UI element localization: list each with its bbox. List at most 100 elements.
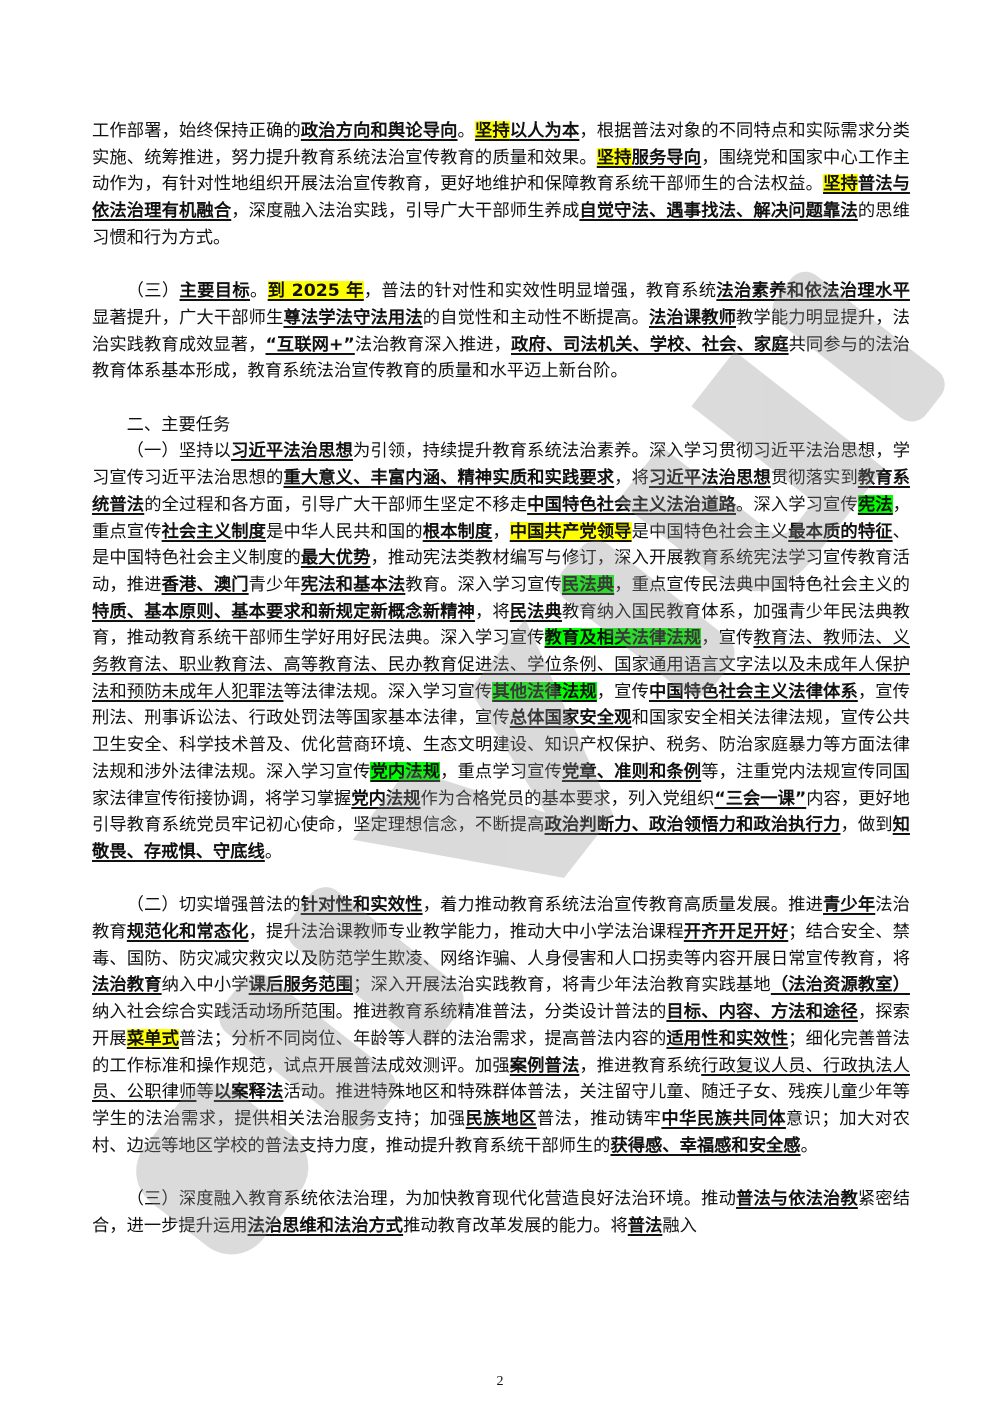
body-text: ，推进教育系统 — [579, 1055, 702, 1076]
body-text: 二、主要任务 — [126, 414, 231, 435]
paragraph: （三）主要目标。到 2025 年，普法的针对性和实效性明显增强，教育系统法治素养… — [92, 278, 910, 385]
emphasis-text: 青少年 — [823, 895, 876, 916]
body-text: 法治教育深入推进， — [354, 334, 511, 355]
body-text: ，重点学习宣传 — [440, 761, 562, 782]
paragraph-gap — [92, 1159, 910, 1186]
body-text: ；结合安全、禁毒、国防、防灾减灾救灾以及防范学生欺凌、网络诈骗、人身侵害和人口拐… — [92, 922, 910, 969]
body-text: 。 — [250, 281, 268, 302]
paragraph: 二、主要任务 — [92, 412, 910, 439]
body-text: 工作部署，始终保持正确的 — [92, 121, 301, 141]
body-text: 行政复议人员、行政执法人员、公职律师 — [92, 1055, 910, 1103]
emphasis-text: 适用性和实效性 — [666, 1028, 789, 1049]
body-text: ；细化完善普法的工作标准和操作规范，试点开展普法成效测评。加强 — [92, 1028, 910, 1076]
body-text: 是中华人民共和国的 — [266, 521, 423, 542]
emphasis-text: 中华民族共同体 — [661, 1108, 786, 1129]
emphasis-text: 获得感、幸福感和安全感 — [610, 1135, 801, 1156]
emphasis-text: （法治资源教室） — [770, 975, 910, 996]
body-text: 普法；分析不同岗位、年龄等人群的法治需求，提高普法内容的 — [179, 1028, 667, 1049]
emphasis-text: 自觉守法、遇事找法、解决问题靠法 — [579, 201, 858, 222]
body-text: ，做到 — [840, 815, 893, 836]
body-text: 紧密结合，进一步提升运用 — [92, 1189, 910, 1236]
document-body: 工作部署，始终保持正确的政治方向和舆论导向。坚持以人为本，根据普法对象的不同特点… — [92, 118, 910, 1239]
body-text: 等法律法规。深入学习宣传 — [283, 681, 493, 702]
body-text: （三） — [126, 281, 180, 302]
emphasis-text: 普法 — [627, 1215, 663, 1236]
body-text: 教育法、教师法、义务教育法、职业教育法、高等教育法、民办教育促进法、学位条例、国… — [92, 628, 910, 702]
body-text: 和国家安全相关法律法规，宣传公共卫生安全、科学技术普及、优化营商环境、生态文明建… — [92, 708, 910, 782]
body-text: ，将 — [614, 468, 649, 489]
highlighted-text: 到 2025 年 — [267, 281, 364, 302]
body-text: ，围绕党和国家中心工作主动作为，有针对性地组织开展法治宣传教育，更好地维护和保障… — [92, 147, 910, 195]
highlighted-text: 坚持 — [823, 174, 858, 195]
emphasis-text: 习近平法治思想 — [648, 468, 771, 489]
highlighted-text: 坚持 — [474, 121, 510, 141]
paragraph: （一）坚持以习近平法治思想为引领，持续提升教育系统法治素养。深入学习贯彻习近平法… — [92, 438, 910, 865]
emphasis-text: 习近平法治思想 — [231, 441, 353, 462]
emphasis-text: 规范化和常态化 — [126, 922, 249, 943]
emphasis-text: 最本质的特征 — [788, 521, 893, 542]
page-number: 2 — [496, 1374, 504, 1389]
emphasis-text: 以人为本 — [509, 121, 580, 141]
body-text: 共同参与的法治教育体系基本形成，教育系统法治宣传教育的质量和水平迈上新台阶。 — [92, 334, 910, 382]
body-text: 融入 — [662, 1215, 697, 1236]
body-text: 的思维习惯和行为方式。 — [92, 201, 910, 248]
emphasis-text: 党章、准则和条例 — [561, 761, 702, 782]
paragraph: （二）切实增强普法的针对性和实效性，着力推动教育系统法治宣传教育高质量发展。推进… — [92, 892, 910, 1159]
emphasis-text: 中国特色社会主义法治道路 — [527, 494, 736, 515]
body-text: ， — [492, 521, 510, 542]
body-text: ，宣传 — [596, 681, 649, 702]
body-text: ，普法的针对性和实效性明显增强，教育系统 — [363, 281, 717, 302]
emphasis-text: 特质、基本原则、基本要求和新规定新概念新精神 — [92, 601, 475, 622]
body-text: ，重点宣传 — [92, 494, 910, 542]
emphasis-text: 党内法规 — [351, 788, 421, 809]
paragraph-gap — [92, 252, 910, 279]
highlighted-text: 党内法规 — [370, 761, 441, 782]
body-text: 活动。推进特殊地区和特殊群体普法，关注留守儿童、随迁子女、残疾儿童少年等学生的法… — [92, 1082, 910, 1129]
emphasis-text: 尊法学法守法用法 — [283, 307, 423, 328]
body-text: 为引领，持续提升教育系统法治素养。深入学习贯彻习近平法治思想，学习宣传习近平法治… — [92, 441, 910, 489]
body-text: ，根据普法对象的不同特点和实际需求分类实施、统筹推进，努力提升教育系统法治宣传教… — [92, 121, 910, 168]
emphasis-text: 民法典 — [509, 601, 562, 622]
body-text: （三）深度融入教育系统依法治理，为加快教育现代化营造良好法治环境。推动 — [126, 1189, 736, 1210]
body-text: ，推动宪法类教材编写与修订，深入开展教育系统宪法学习宣传教育活动，推进 — [92, 548, 910, 595]
emphasis-text: 政治方向和舆论导向 — [300, 121, 458, 141]
emphasis-text: 法治教育 — [92, 975, 162, 996]
body-text: 的自觉性和主动性不断提高。 — [422, 307, 649, 328]
body-text: 教育。深入学习宣传 — [405, 574, 562, 595]
body-text: ，宣传刑法、刑事诉讼法、行政处罚法等国家基本法律，宣传 — [92, 681, 910, 729]
emphasis-text: 知敬畏、存戒惧、守底线 — [92, 815, 910, 862]
highlighted-text: 坚持 — [596, 147, 632, 168]
body-text: ，深度融入法治实践，引导广大干部师生养成 — [231, 201, 580, 222]
emphasis-text: “三会一课” — [714, 788, 807, 809]
emphasis-text: 普法与依法治理有机融合 — [92, 174, 910, 222]
body-text: 普法，推动铸牢 — [536, 1108, 662, 1129]
paragraph: （三）深度融入教育系统依法治理，为加快教育现代化营造良好法治环境。推动普法与依法… — [92, 1186, 910, 1239]
body-text: ，探索开展 — [92, 1002, 910, 1049]
emphasis-text: 总体国家安全观 — [509, 708, 632, 729]
highlighted-text: 其他法律法规 — [492, 681, 597, 702]
body-text: ，提升法治课教师专业教学能力，推动大中小学法治课程 — [248, 922, 684, 943]
body-text: ，着力推动教育系统法治宣传教育高质量发展。推进 — [422, 895, 824, 916]
body-text: 显著提升，广大干部师生 — [92, 307, 284, 328]
emphasis-text: 政府、司法机关、学校、社会、家庭 — [511, 334, 789, 355]
emphasis-text: 法治素养和依法治理水平 — [716, 281, 910, 302]
emphasis-text: 法治思维和法治方式 — [247, 1215, 404, 1236]
highlighted-text: 教育及相关法律法规 — [544, 628, 702, 649]
highlighted-text: 民法典 — [561, 574, 615, 595]
emphasis-text: 针对性和实效性 — [300, 895, 423, 916]
body-text: ，宣传 — [701, 628, 754, 649]
emphasis-text: 目标、内容、方法和途径 — [666, 1002, 858, 1023]
body-text: （一）坚持以 — [126, 441, 232, 462]
emphasis-text: 社会主义制度 — [161, 521, 267, 542]
emphasis-text: 根本制度 — [422, 521, 493, 542]
emphasis-text: 重大意义、丰富内涵、精神实质和实践要求 — [283, 468, 615, 489]
body-text: 的全过程和各方面，引导广大干部师生坚定不移走 — [144, 494, 528, 515]
paragraph-gap — [92, 866, 910, 893]
emphasis-text: 香港、澳门 — [161, 574, 249, 595]
body-text: 。 — [800, 1135, 818, 1156]
body-text: 纳入中小学 — [161, 975, 249, 996]
emphasis-text: 案例普法 — [509, 1055, 580, 1076]
highlighted-text: 中国共产党领导 — [509, 521, 632, 542]
body-text: 。 — [457, 121, 475, 141]
emphasis-text: 服务导向 — [631, 147, 702, 168]
